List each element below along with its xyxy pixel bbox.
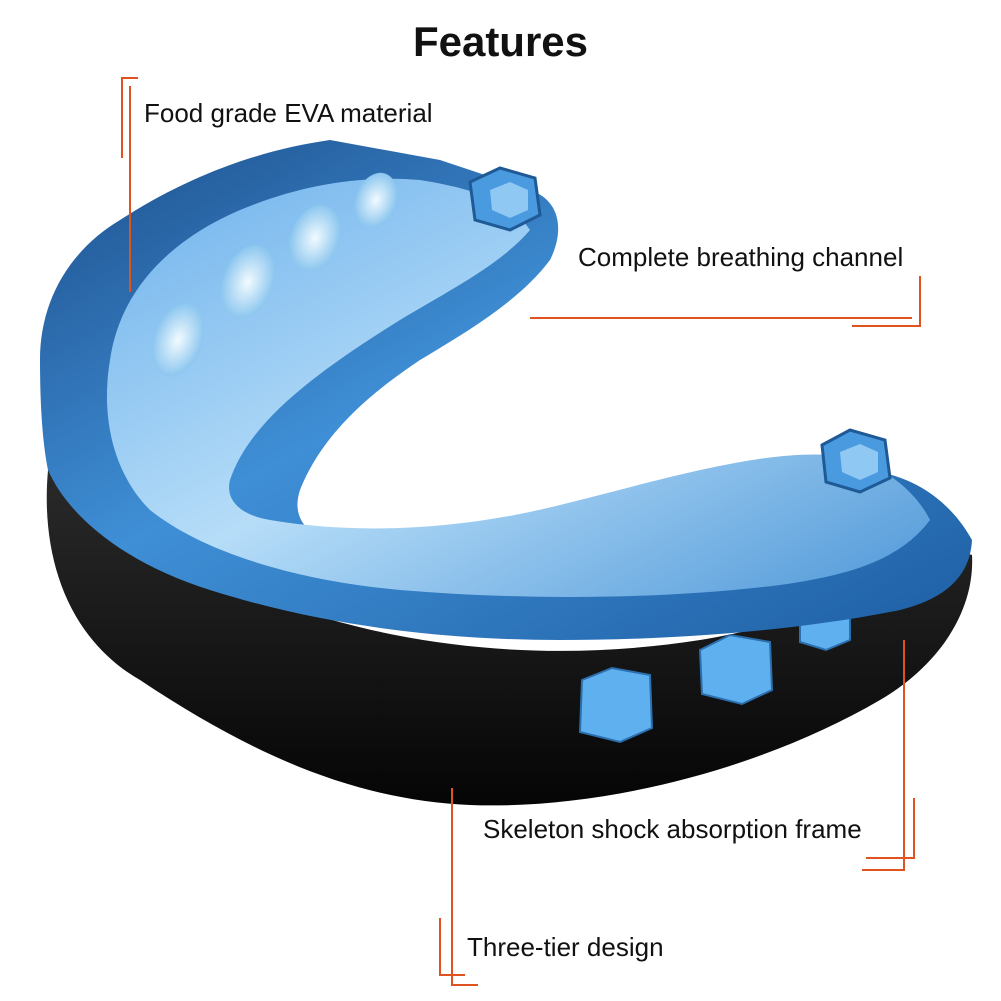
hex-bumps [468,166,892,494]
breathing-holes [151,172,398,377]
callout-food-grade-material: Food grade EVA material [144,98,433,128]
callout-breathing-channel: Complete breathing channel [578,242,904,272]
black-base-layer [46,470,973,806]
page-title: Features [412,18,589,65]
callout-shock-absorption-frame: Skeleton shock absorption frame [483,814,862,844]
blue-inner-channel [106,178,931,597]
callout-three-tier-design: Three-tier design [467,932,664,962]
